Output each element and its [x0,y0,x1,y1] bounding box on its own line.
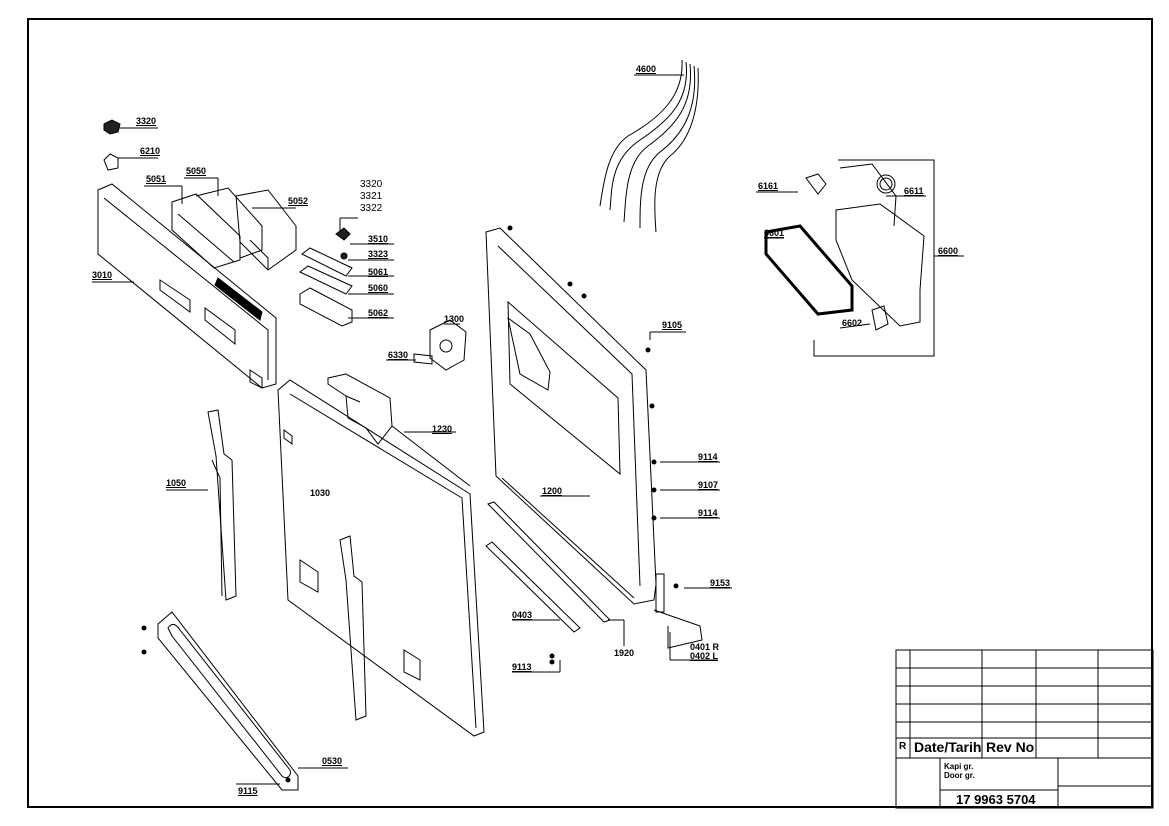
part-label-9107: 9107 [698,480,719,490]
part-label-3320-alt: 3320 [360,179,383,190]
part-label-1030: 1030 [310,488,331,498]
outer-door-panel-part [485,227,703,649]
part-label-3320: 3320 [136,116,157,126]
group-label-en: Door gr. [944,771,975,780]
part-label-0530: 0530 [322,756,343,766]
drawing-number: 17 9963 5704 [956,792,1036,807]
kick-plate-part [157,611,299,791]
part-label-6611: 6611 [904,186,924,196]
part-label-1300: 1300 [444,314,465,324]
part-label-9153: 9153 [710,578,731,588]
part-label-0401-r: 0401 R [690,642,720,652]
part-label-1050: 1050 [166,478,187,488]
group-label-tr: Kapi gr. [944,762,974,771]
part-label-1230: 1230 [432,424,453,434]
part-label-6210: 6210 [140,146,161,156]
detergent-dispenser-part [764,159,935,357]
revision-marker: R [899,741,907,752]
part-label-9105: 9105 [662,320,683,330]
button-parts [299,227,353,327]
cable-harness-part [599,59,699,233]
part-label-3323: 3323 [368,249,389,259]
leader-lines [92,74,964,785]
part-label-9113: 9113 [512,662,532,672]
screw-parts [141,225,679,783]
part-label-5062: 5062 [368,308,389,318]
part-label-6602: 6602 [842,318,863,328]
part-label-5061: 5061 [368,267,389,277]
part-label-5051: 5051 [146,174,167,184]
door-lock-part [413,319,467,371]
part-label-3510: 3510 [368,234,389,244]
part-label-0402-l: 0402 L [690,651,719,661]
insulation-panel-part [327,373,471,487]
seal-strip-parts [485,501,611,633]
part-label-0403: 0403 [512,610,533,620]
part-label-3322: 3322 [360,203,383,214]
inner-door-panel-part [277,379,485,737]
electronic-module-part [171,187,297,271]
part-label-4600: 4600 [636,64,657,74]
part-label-6161: 6161 [758,181,779,191]
rev-no-label: Rev No [986,739,1035,755]
date-label: Date/Tarih [914,739,982,755]
part-label-3010: 3010 [92,270,113,280]
drawing-frame [27,18,1153,808]
part-label-9115: 9115 [238,786,258,796]
part-label-5050: 5050 [186,166,207,176]
control-panel-part [97,183,277,389]
part-label-1920: 1920 [614,648,635,658]
part-label-9114-lower: 9114 [698,508,718,518]
part-label-5052: 5052 [288,196,309,206]
title-block: R Date/Tarih Rev No Kapi gr. Door gr. 17… [896,650,1153,808]
part-label-9114-upper: 9114 [698,452,718,462]
part-label-3321: 3321 [360,191,383,202]
part-label-6601: 6601 [764,228,785,238]
part-label-1200: 1200 [542,486,563,496]
part-label-5060: 5060 [368,283,389,293]
part-label-6330: 6330 [388,350,409,360]
hinge-arm-part [207,409,367,721]
part-label-6600: 6600 [938,246,959,256]
knob-part [103,119,121,171]
title-block-grid [895,649,1154,809]
